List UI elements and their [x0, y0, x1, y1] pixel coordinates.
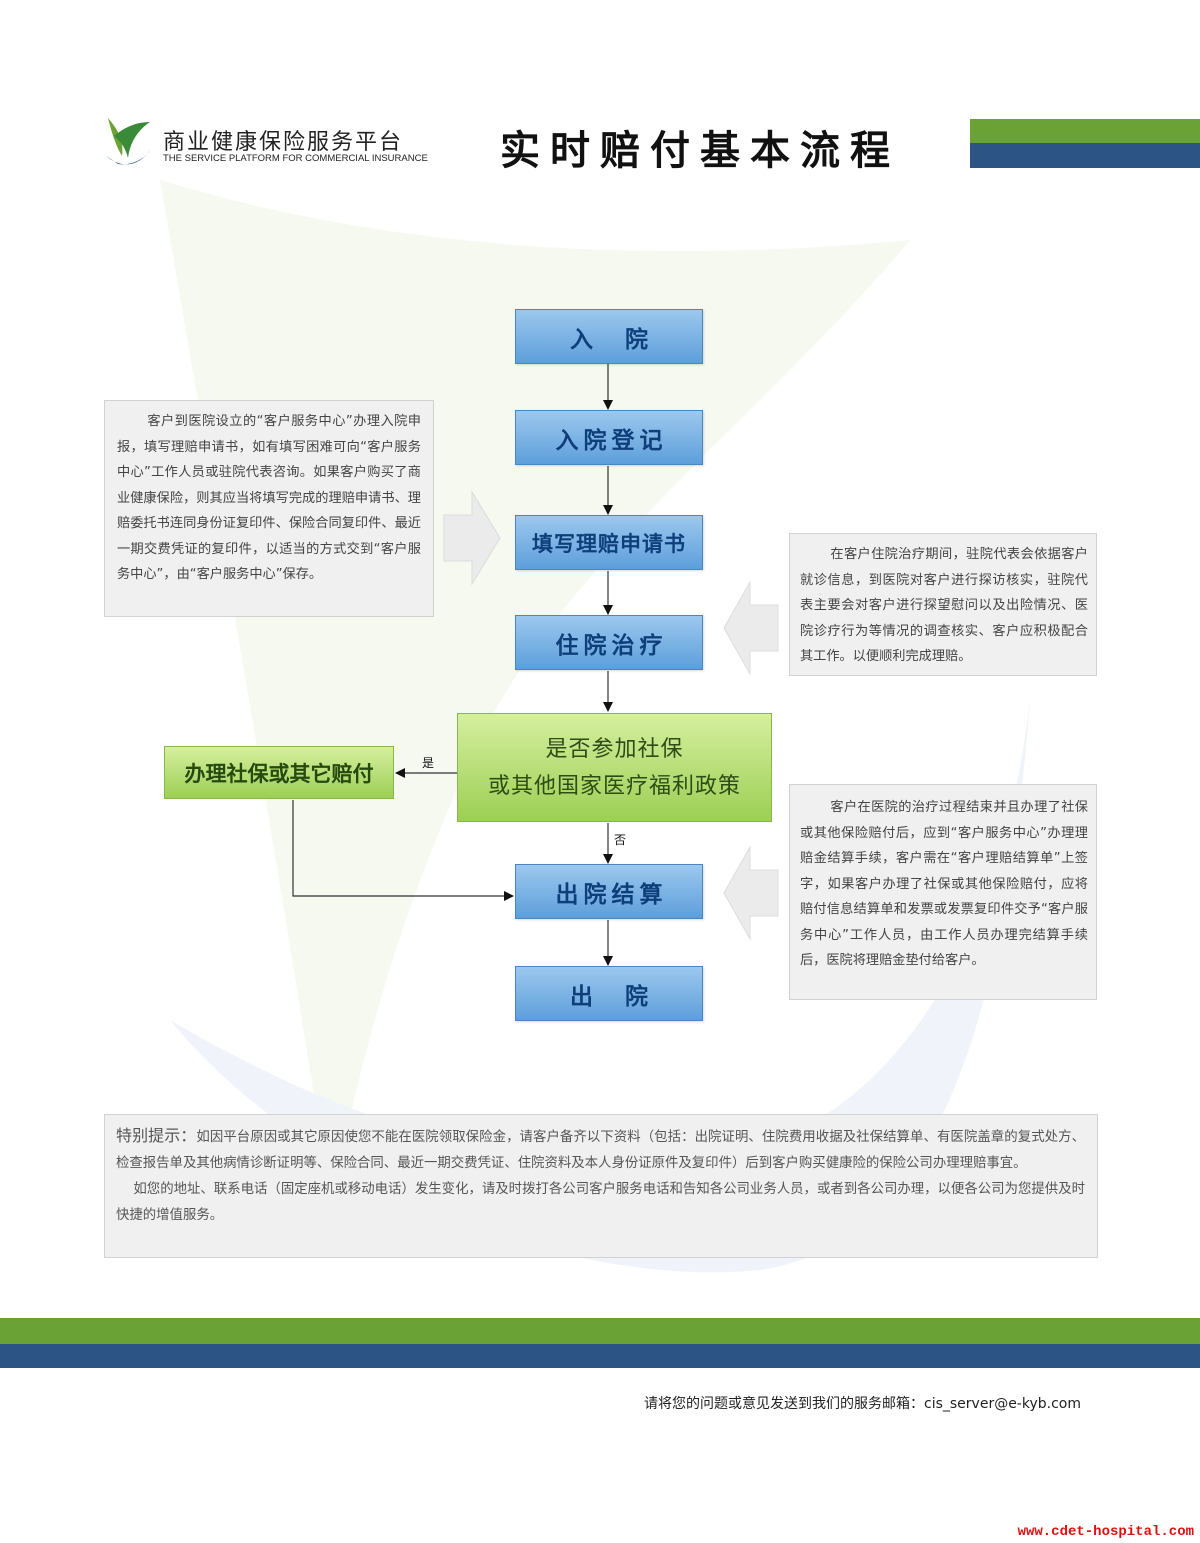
block-arrow-left-note — [443, 490, 501, 586]
decision-line-1: 是否参加社保 — [545, 736, 684, 762]
edge-label-yes: 是 — [422, 756, 435, 770]
footer-bar-blue — [0, 1344, 1200, 1368]
tip-label: 特别提示： — [116, 1126, 197, 1145]
block-arrow-right-note-1 — [723, 580, 779, 676]
footer-bar-green — [0, 1318, 1200, 1344]
note-settlement: 客户在医院的治疗过程结束并且办理了社保或其他保险赔付后，应到“客户服务中心”办理… — [789, 784, 1097, 1000]
header-bar-green — [970, 119, 1200, 143]
special-tip-box: 特别提示：如因平台原因或其它原因使您不能在医院领取保险金，请客户备齐以下资料（包… — [104, 1114, 1098, 1258]
platform-english-name: THE SERVICE PLATFORM FOR COMMERCIAL INSU… — [163, 153, 428, 164]
edge-label-no: 否 — [614, 833, 627, 847]
platform-logo-icon — [106, 118, 150, 165]
step-admit: 入 院 — [515, 309, 703, 364]
step-fill-claim-form: 填写理赔申请书 — [515, 515, 703, 570]
tip-paragraph-2: 如您的地址、联系电话（固定座机或移动电话）发生变化，请及时拨打各公司客户服务电话… — [116, 1182, 1085, 1223]
step-treatment: 住院治疗 — [515, 615, 703, 670]
decision-social-insurance: 是否参加社保 或其他国家医疗福利政策 — [457, 713, 772, 822]
decision-line-2: 或其他国家医疗福利政策 — [487, 773, 741, 799]
site-watermark: www.cdet-hospital.com — [1017, 1524, 1194, 1540]
edge-alt-settlement — [292, 800, 514, 901]
contact-email-text: 请将您的问题或意见发送到我们的服务邮箱：cis_server@e-kyb.com — [644, 1396, 1081, 1412]
tip-text-1: 如因平台原因或其它原因使您不能在医院领取保险金，请客户备齐以下资料（包括：出院证… — [116, 1130, 1085, 1171]
platform-name: 商业健康保险服务平台 — [163, 130, 404, 155]
block-arrow-right-note-2 — [723, 845, 779, 941]
note-admission: 客户到医院设立的“客户服务中心”办理入院申报，填写理赔申请书，如有填写困难可向“… — [104, 400, 434, 617]
step-register: 入院登记 — [515, 410, 703, 465]
header-bar-blue — [970, 143, 1200, 168]
note-treatment: 在客户住院治疗期间，驻院代表会依据客户就诊信息，到医院对客户进行探访核实，驻院代… — [789, 533, 1097, 676]
tip-paragraph-1: 特别提示：如因平台原因或其它原因使您不能在医院领取保险金，请客户备齐以下资料（包… — [116, 1123, 1085, 1177]
page-title: 实时赔付基本流程 — [500, 128, 900, 174]
step-discharge: 出 院 — [515, 966, 703, 1021]
step-settlement: 出院结算 — [515, 864, 703, 919]
step-alt-process: 办理社保或其它赔付 — [164, 746, 394, 799]
